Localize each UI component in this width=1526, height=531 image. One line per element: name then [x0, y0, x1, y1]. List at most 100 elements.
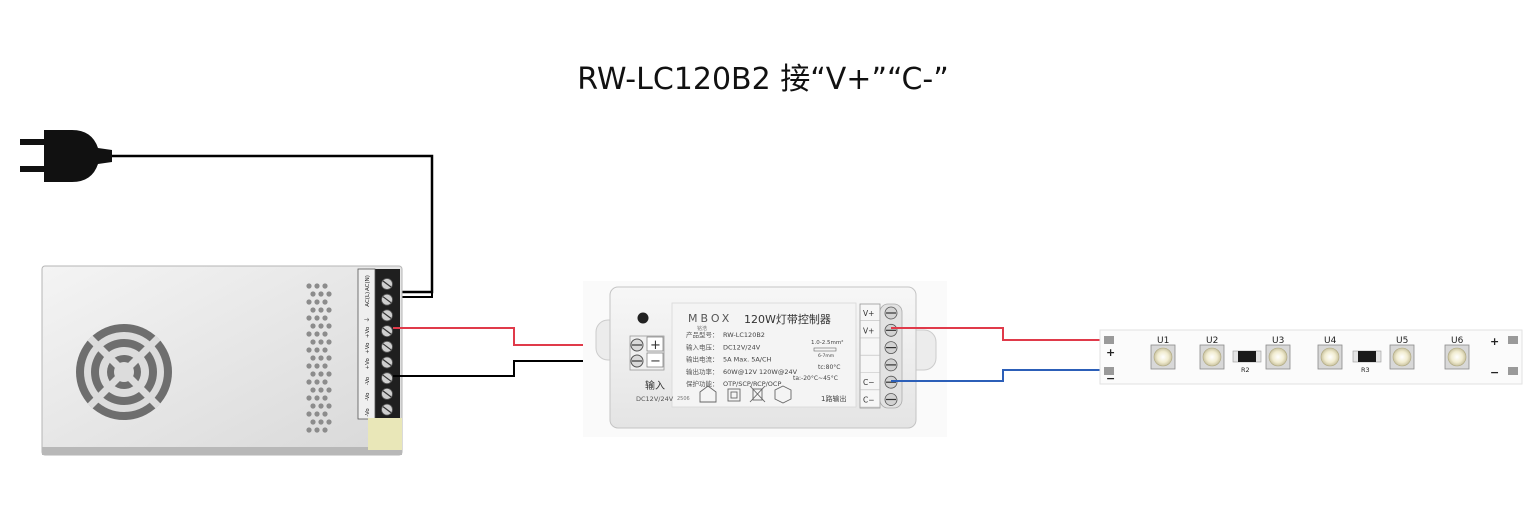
strip-plus-left: +: [1106, 346, 1115, 359]
output-terminal-label: C−: [863, 396, 875, 405]
positive-wire-input: [393, 327, 637, 346]
led-label: U1: [1157, 336, 1169, 346]
mains-wire-2: [400, 292, 433, 298]
negative-wire-output: [891, 369, 1110, 382]
brand-sub: 铭浩: [697, 325, 707, 332]
controller-name: 120W灯带控制器: [744, 312, 831, 326]
wire-size: 1.0-2.5mm²: [811, 339, 843, 346]
spec-value: 60W@12V 120W@24V: [723, 368, 798, 376]
psu-terminal-6[interactable]: [381, 356, 393, 369]
tc-rating: tc:80°C: [818, 364, 841, 371]
output-terminal-6[interactable]: [884, 393, 898, 406]
spec-value: OTP/SCP/RCP/OCP: [723, 380, 781, 388]
strip-pad-plus-left: [1104, 336, 1114, 344]
input-voltage: DC12V/24V: [636, 395, 674, 403]
input-minus-label: −: [650, 354, 661, 369]
led-controller: MBOX 铭浩 120W灯带控制器 产品型号： RW-LC120B2 输入电压： DC…: [583, 281, 947, 437]
input-terminal-plus[interactable]: [630, 338, 644, 352]
psu-terminal-label: +Vo: [365, 358, 371, 370]
psu-terminal-label: AC(N): [365, 275, 371, 291]
led-label: U3: [1272, 336, 1284, 346]
led-label: U4: [1324, 336, 1337, 346]
diagram-title: RW-LC120B2 接“V+”“C-”: [577, 62, 949, 97]
spec-value: RW-LC120B2: [723, 331, 765, 339]
power-supply: AC(N)AC(L) ⏚ +Vo +Vo +Vo -Vo -Vo -Vo: [41, 265, 403, 456]
strip-length-icon: [813, 347, 837, 352]
weee-bin-icon: [749, 385, 766, 403]
strip-pad-plus-right: [1508, 336, 1518, 344]
output-terminal-label: C−: [863, 378, 875, 387]
negative-wire-input: [393, 360, 637, 377]
psu-terminal-2[interactable]: [381, 293, 393, 306]
vent-holes: [306, 283, 332, 433]
psu-terminal-4[interactable]: [381, 325, 393, 338]
led-label: U2: [1206, 336, 1218, 346]
psu-terminal-label: -Vo: [365, 376, 371, 385]
spec-label: 产品型号：: [686, 330, 719, 339]
output-terminal-1[interactable]: [884, 306, 898, 320]
led-chip-1: [1150, 344, 1176, 370]
psu-terminal-block: AC(N)AC(L) ⏚ +Vo +Vo +Vo -Vo -Vo -Vo: [364, 275, 393, 417]
class-ii-icon: [727, 388, 741, 402]
psu-terminal-label: +Vo: [365, 342, 371, 354]
strip-plus-right: +: [1490, 335, 1499, 348]
strip-pad-minus-left: [1104, 367, 1114, 375]
psu-terminal-label: -Vo: [365, 408, 371, 417]
resistor-label: R2: [1241, 366, 1250, 374]
resistor-1: [1232, 350, 1262, 363]
strip-minus-left: −: [1106, 372, 1115, 385]
output-terminal-3[interactable]: [884, 341, 898, 355]
spec-label: 保护功能：: [686, 379, 719, 388]
spec-value: DC12V/24V: [723, 343, 761, 351]
psu-terminal-label: AC(L): [365, 292, 371, 307]
led-chip-4: [1317, 344, 1343, 370]
led-chip-2: [1199, 344, 1225, 370]
strip-pad-minus-right: [1508, 367, 1518, 375]
input-label: 输入: [645, 379, 665, 392]
strip-length: 6-7mm: [818, 353, 834, 359]
spec-value: 5A Max. 5A/CH: [723, 356, 772, 364]
led-chip-6: [1444, 344, 1470, 370]
strip-minus-right: −: [1490, 366, 1499, 379]
ta-rating: ta:-20°C~45°C: [793, 375, 838, 382]
indoor-use-icon: [699, 385, 717, 403]
psu-terminal-label: ⏚: [364, 317, 371, 323]
positive-wire-output: [891, 327, 1110, 341]
psu-terminal-1[interactable]: [381, 278, 393, 290]
output-terminal-block: V+ V+ C− C−: [860, 306, 898, 408]
output-terminal-label: V+: [863, 326, 874, 335]
psu-terminal-label: -Vo: [365, 392, 371, 401]
psu-terminal-8[interactable]: [381, 387, 393, 400]
output-terminal-5[interactable]: [884, 375, 898, 389]
fan-icon: [76, 324, 172, 420]
led-label: U5: [1396, 336, 1408, 346]
output-terminal-label: V+: [863, 309, 874, 318]
spec-label: 输入电压：: [686, 342, 719, 351]
psu-terminal-5[interactable]: [381, 340, 393, 353]
input-plus-label: +: [650, 338, 661, 353]
led-chip-3: [1265, 344, 1291, 370]
psu-terminal-9[interactable]: [381, 403, 393, 416]
brand-logo: MBOX: [688, 312, 732, 325]
resistor-2: [1352, 350, 1382, 363]
input-terminal-minus[interactable]: [630, 354, 644, 368]
led-chip-5: [1389, 344, 1415, 370]
controller-specs: 产品型号： RW-LC120B2 输入电压： DC12V/24V 输出电流： 5A Max…: [686, 330, 798, 388]
status-led-icon: [637, 312, 649, 324]
output-terminal-4[interactable]: [884, 358, 898, 372]
output-channels: 1路输出: [821, 394, 846, 403]
led-label: U6: [1451, 336, 1464, 346]
model-code: 2506: [677, 396, 690, 402]
output-terminal-2[interactable]: [884, 323, 898, 337]
psu-terminal-label: +Vo: [365, 326, 371, 338]
psu-terminal-3[interactable]: [381, 309, 393, 322]
certification-icon: [774, 385, 792, 404]
mains-wire: [112, 154, 434, 294]
spec-label: 输出功率：: [686, 367, 719, 376]
spec-label: 输出电流：: [686, 355, 719, 364]
power-plug-icon: [20, 130, 112, 182]
resistor-label: R3: [1361, 366, 1370, 374]
psu-terminal-7[interactable]: [381, 372, 393, 385]
